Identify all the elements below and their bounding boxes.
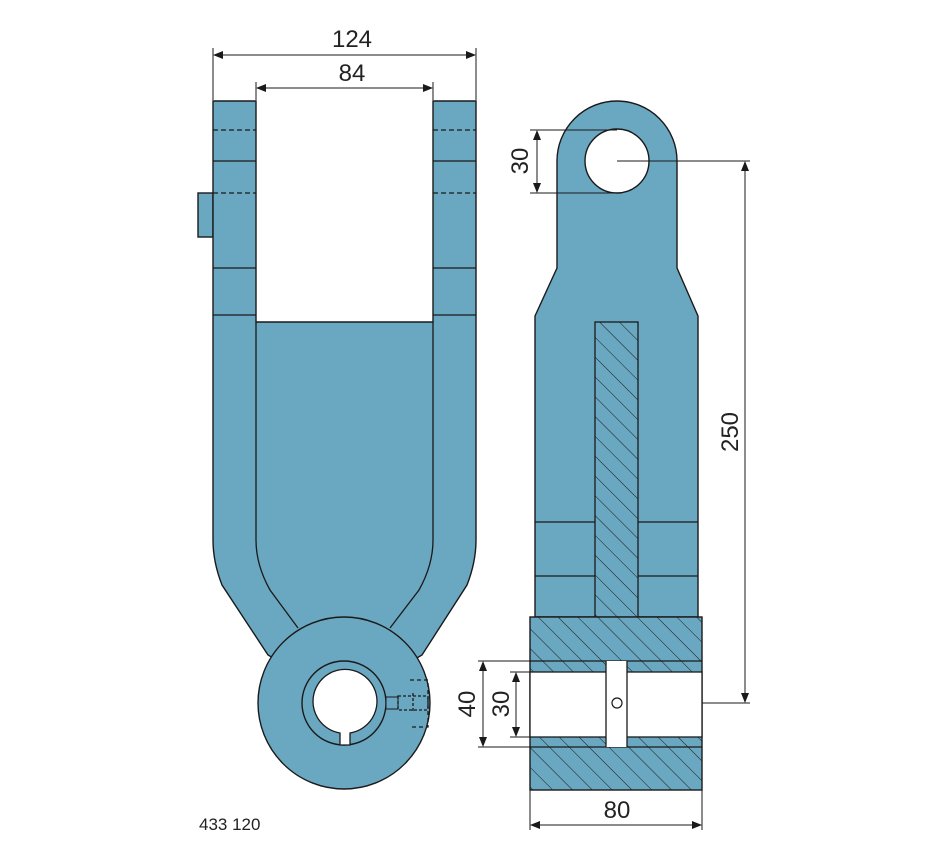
set-screw — [385, 679, 429, 728]
dim-hub-outer-bore: 40 — [454, 691, 481, 718]
fork-side-view — [529, 100, 703, 791]
dimensions: 124 84 30 250 40 30 80 — [212, 26, 750, 830]
dim-eye-hole: 30 — [507, 148, 534, 175]
dim-hub-width: 80 — [604, 797, 631, 824]
hatched-web — [594, 321, 639, 618]
fork-body — [212, 100, 477, 701]
left-arm-inner-edge — [255, 322, 299, 629]
fork-front-view — [197, 100, 477, 790]
part-number: 433 120 — [199, 815, 260, 834]
dim-length: 250 — [717, 412, 744, 452]
keyed-bore — [312, 668, 378, 746]
screw-hole — [611, 697, 623, 709]
prong-lines — [213, 129, 476, 316]
side-tab — [197, 192, 214, 238]
dim-hub-bore: 30 — [488, 691, 515, 718]
dim-overall-width: 124 — [332, 26, 372, 53]
dim-inner-width: 84 — [339, 60, 366, 87]
right-arm-inner-edge — [389, 322, 434, 629]
